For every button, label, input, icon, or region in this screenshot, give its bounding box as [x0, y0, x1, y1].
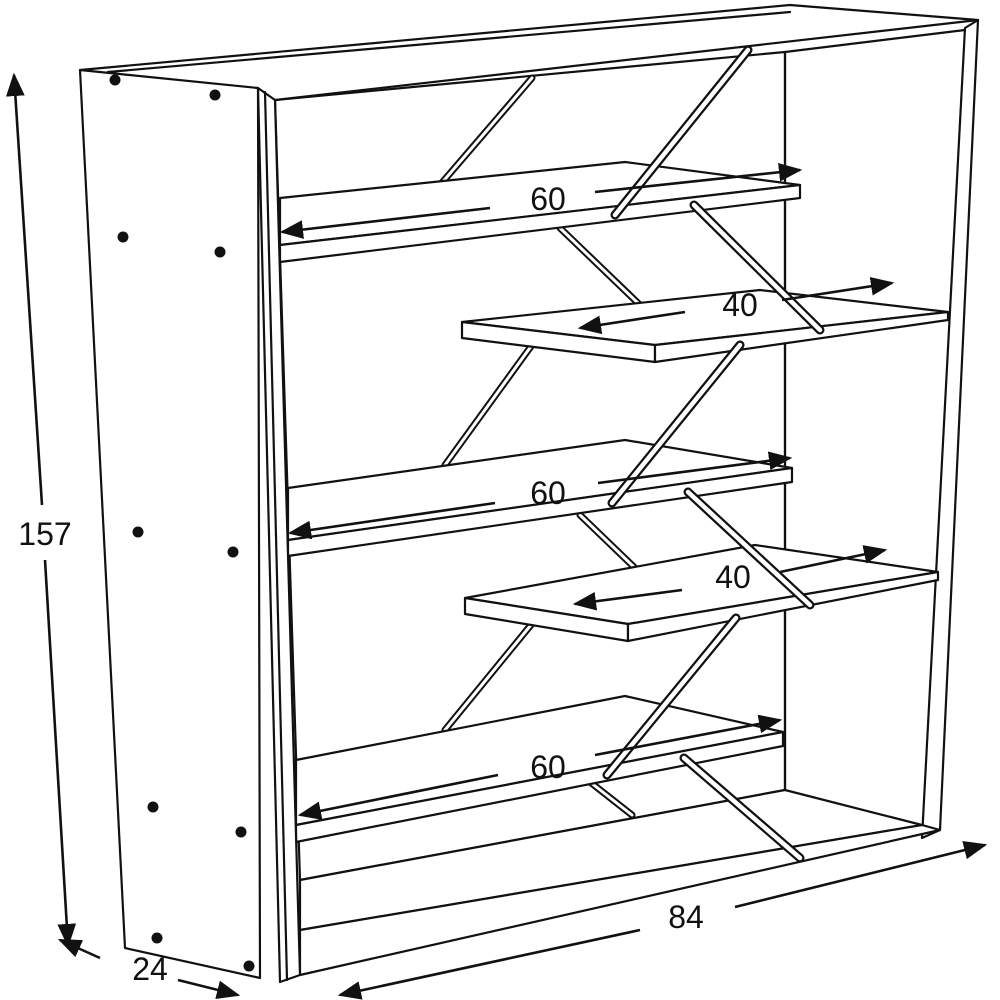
height-arrow-top	[6, 72, 44, 506]
right-side-panel	[920, 18, 980, 840]
shelf-4-arrow-right	[779, 545, 888, 574]
shelf-2-arrow-left	[577, 310, 686, 335]
width-arrow-right	[734, 840, 988, 909]
left-side-panel	[78, 68, 262, 980]
peg-holes	[109, 74, 255, 972]
shelf-2-side	[653, 310, 950, 364]
left-front-edge-line	[263, 90, 289, 982]
depth-label: 24	[132, 951, 168, 987]
shelf-1-length-label: 60	[530, 181, 566, 217]
width-label: 84	[668, 899, 704, 935]
shelf-1-arrow-right	[594, 162, 803, 194]
height-label: 157	[18, 516, 71, 552]
depth-arrow-right	[177, 978, 241, 999]
shelf-2-arrow-right	[781, 276, 895, 302]
top-inner-edge	[783, 28, 967, 54]
shelf-3-length-label: 60	[530, 475, 566, 511]
back-rods	[436, 74, 644, 819]
shelf-1-arrow-left	[279, 206, 491, 239]
shelf-4-side	[626, 570, 940, 643]
depth-arrow-left	[57, 938, 101, 960]
shelf-2-length-label: 40	[722, 287, 758, 323]
shelf-4-arrow-left	[572, 588, 683, 611]
left-front-edge	[256, 86, 302, 984]
shelf-4-length-label: 40	[715, 559, 751, 595]
width-arrow-left	[337, 928, 641, 1000]
shelf-5-length-label: 60	[530, 749, 566, 785]
shelf-3-arrow-right	[597, 451, 793, 485]
shelf-3-arrow-left	[287, 501, 496, 540]
top-panel-edge	[106, 10, 792, 74]
shelf-5-arrow-right	[594, 714, 783, 757]
shelf-5-arrow-left	[297, 773, 499, 821]
height-arrow-bottom	[43, 559, 77, 948]
